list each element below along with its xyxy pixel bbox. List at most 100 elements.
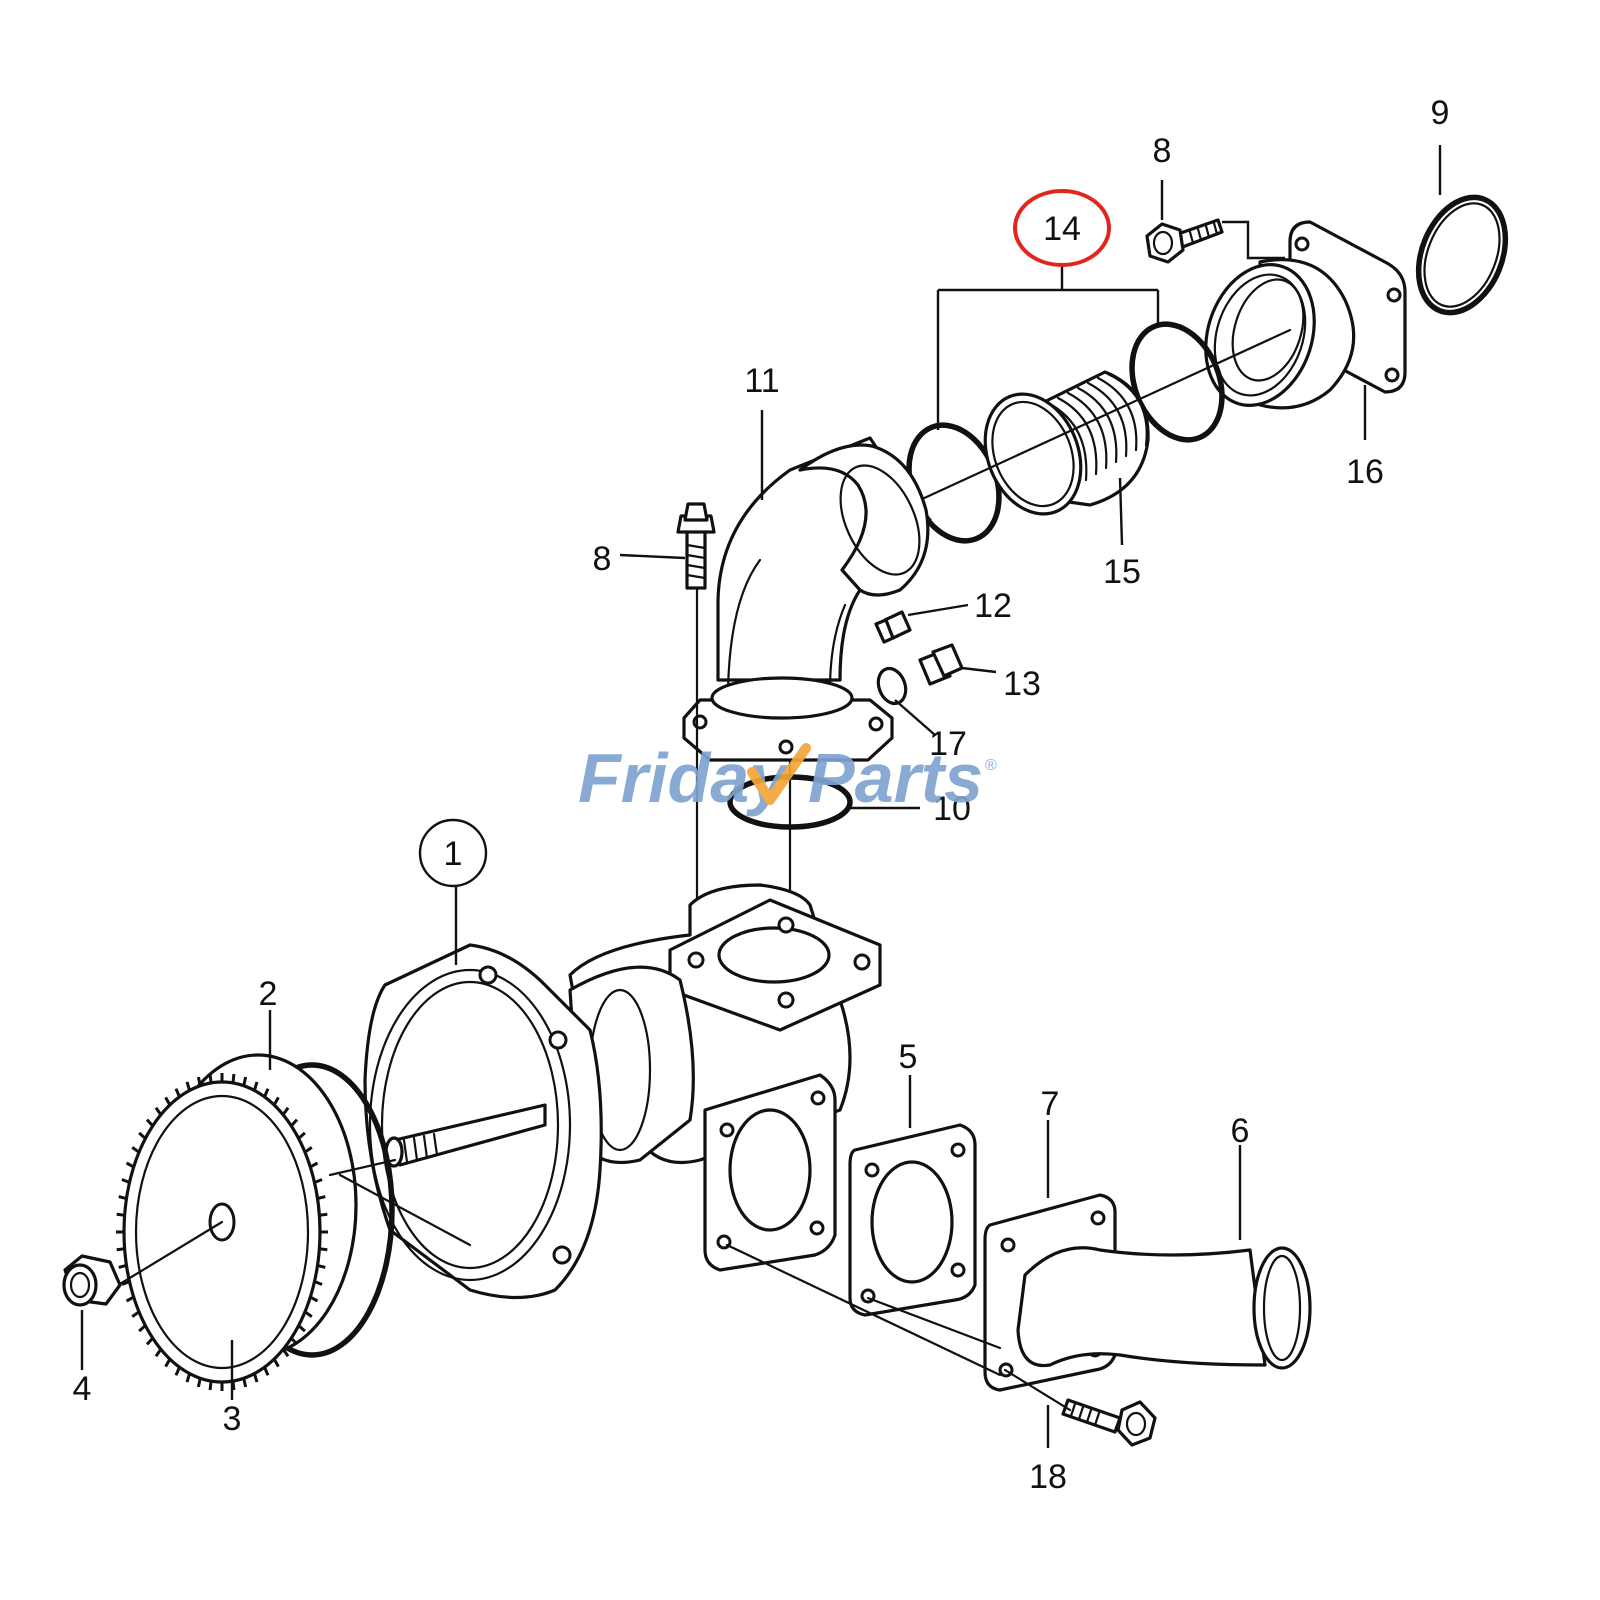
- gear-tooth: [196, 1076, 202, 1087]
- callout-13: 13: [1003, 665, 1041, 703]
- axis-line-gear-o-ring: [338, 1173, 472, 1247]
- callout-1: 1: [444, 835, 463, 873]
- watermark-text-parts: Parts: [808, 739, 983, 817]
- axis-line-upper: [918, 328, 1292, 502]
- gear-tooth: [164, 1358, 172, 1368]
- callout-8-left: 8: [593, 540, 612, 578]
- gear-tooth: [231, 1073, 236, 1084]
- callout-1-circle: [418, 818, 488, 888]
- watermark: Friday Parts ®: [578, 739, 997, 817]
- gear-tooth: [208, 1380, 213, 1391]
- callout-3: 3: [223, 1400, 242, 1438]
- part-17-washer: [876, 666, 908, 706]
- axis-line-lower-3: [1003, 1368, 1072, 1412]
- gear-tooth: [125, 1161, 135, 1169]
- gear-tooth: [138, 1324, 147, 1333]
- callout-12: 12: [974, 587, 1012, 625]
- gear-tooth: [131, 1310, 140, 1318]
- gear-tooth: [317, 1195, 326, 1201]
- gear-tooth: [309, 1295, 319, 1303]
- watermark-registered-mark: ®: [985, 757, 997, 774]
- gear-tooth: [272, 1096, 280, 1106]
- gear-tooth: [290, 1337, 299, 1346]
- body-lower-flange: [703, 1073, 837, 1272]
- gear-tooth: [272, 1358, 280, 1368]
- gear-tooth: [174, 1366, 181, 1376]
- callout-16: 16: [1346, 453, 1384, 491]
- callout-9: 9: [1431, 94, 1450, 132]
- callout-14: 14: [1043, 210, 1081, 248]
- part-18-bolt: [1061, 1398, 1157, 1447]
- gear-tooth: [154, 1348, 163, 1358]
- watermark-check-icon: [747, 743, 811, 805]
- gear-tooth: [263, 1366, 270, 1376]
- gear-tooth: [297, 1324, 306, 1333]
- part-8-bolt-upper: [1145, 218, 1224, 264]
- callout-11: 11: [744, 362, 779, 400]
- callout-17: 17: [929, 725, 967, 763]
- callout-18: 18: [1029, 1458, 1067, 1496]
- gear-tooth: [290, 1118, 299, 1127]
- gear-tooth: [242, 1377, 248, 1388]
- gear-tooth: [185, 1081, 192, 1091]
- gear-tooth: [304, 1146, 313, 1154]
- gear-tooth: [313, 1178, 323, 1184]
- gear-tooth: [145, 1118, 154, 1127]
- callout-2: 2: [259, 975, 278, 1013]
- callout-5: 5: [899, 1038, 918, 1076]
- part-11-elbow: [682, 436, 932, 762]
- part-6-pipe-bend: [1016, 1246, 1312, 1370]
- callout-6: 6: [1231, 1112, 1250, 1150]
- gear-tooth: [174, 1088, 181, 1098]
- part-12-plug: [874, 610, 912, 644]
- gear-tooth: [263, 1088, 270, 1098]
- callout-14-highlight-circle: [1013, 189, 1111, 267]
- gear-tooth: [242, 1076, 248, 1087]
- gear-tooth: [116, 1247, 125, 1252]
- gear-tooth: [304, 1310, 313, 1318]
- gear-tooth: [154, 1106, 163, 1116]
- axis-line-lower-2: [866, 1296, 1002, 1350]
- callout-4: 4: [73, 1370, 92, 1408]
- part-16-flange-housing: [1204, 220, 1407, 410]
- callout-10: 10: [933, 790, 971, 828]
- callout-15: 15: [1103, 553, 1141, 591]
- part-9-o-ring: [1415, 194, 1509, 316]
- gear-tooth: [208, 1073, 213, 1084]
- gear-tooth: [118, 1263, 127, 1269]
- part-5-gasket: [848, 1123, 977, 1317]
- gear-tooth: [281, 1106, 290, 1116]
- part-15-bellows: [983, 370, 1150, 516]
- gear-tooth: [121, 1178, 131, 1184]
- axis-line-lower-1: [725, 1243, 1002, 1377]
- gear-tooth: [185, 1373, 192, 1383]
- gear-tooth: [121, 1280, 131, 1286]
- part-9-o-ring-inner: [1423, 202, 1501, 308]
- gear-tooth: [319, 1247, 328, 1252]
- gear-tooth: [196, 1377, 202, 1388]
- callout-7: 7: [1041, 1085, 1060, 1123]
- gear-tooth: [131, 1146, 140, 1154]
- part-3-gear: [116, 1053, 358, 1391]
- part-4-nut: [62, 1254, 122, 1307]
- part-8-bolt-vertical: [676, 502, 716, 590]
- gear-tooth: [317, 1263, 326, 1269]
- part-13-plug: [918, 643, 964, 686]
- gear-tooth: [281, 1348, 290, 1358]
- gear-tooth: [313, 1280, 323, 1286]
- gear-tooth: [118, 1195, 127, 1201]
- gear-tooth: [145, 1337, 154, 1346]
- axis-line-gear: [108, 1220, 224, 1292]
- gear-tooth: [319, 1212, 328, 1217]
- callout-8-upper: 8: [1153, 132, 1172, 170]
- gear-tooth: [252, 1373, 259, 1383]
- gear-tooth: [164, 1096, 172, 1106]
- gear-tooth: [125, 1295, 135, 1303]
- gear-tooth: [138, 1131, 147, 1140]
- gear-teeth: [116, 1073, 328, 1391]
- gear-tooth: [252, 1081, 259, 1091]
- leader-lines: [80, 145, 1442, 1448]
- axis-line-gear-shaft: [328, 1158, 397, 1177]
- gear-tooth: [297, 1131, 306, 1140]
